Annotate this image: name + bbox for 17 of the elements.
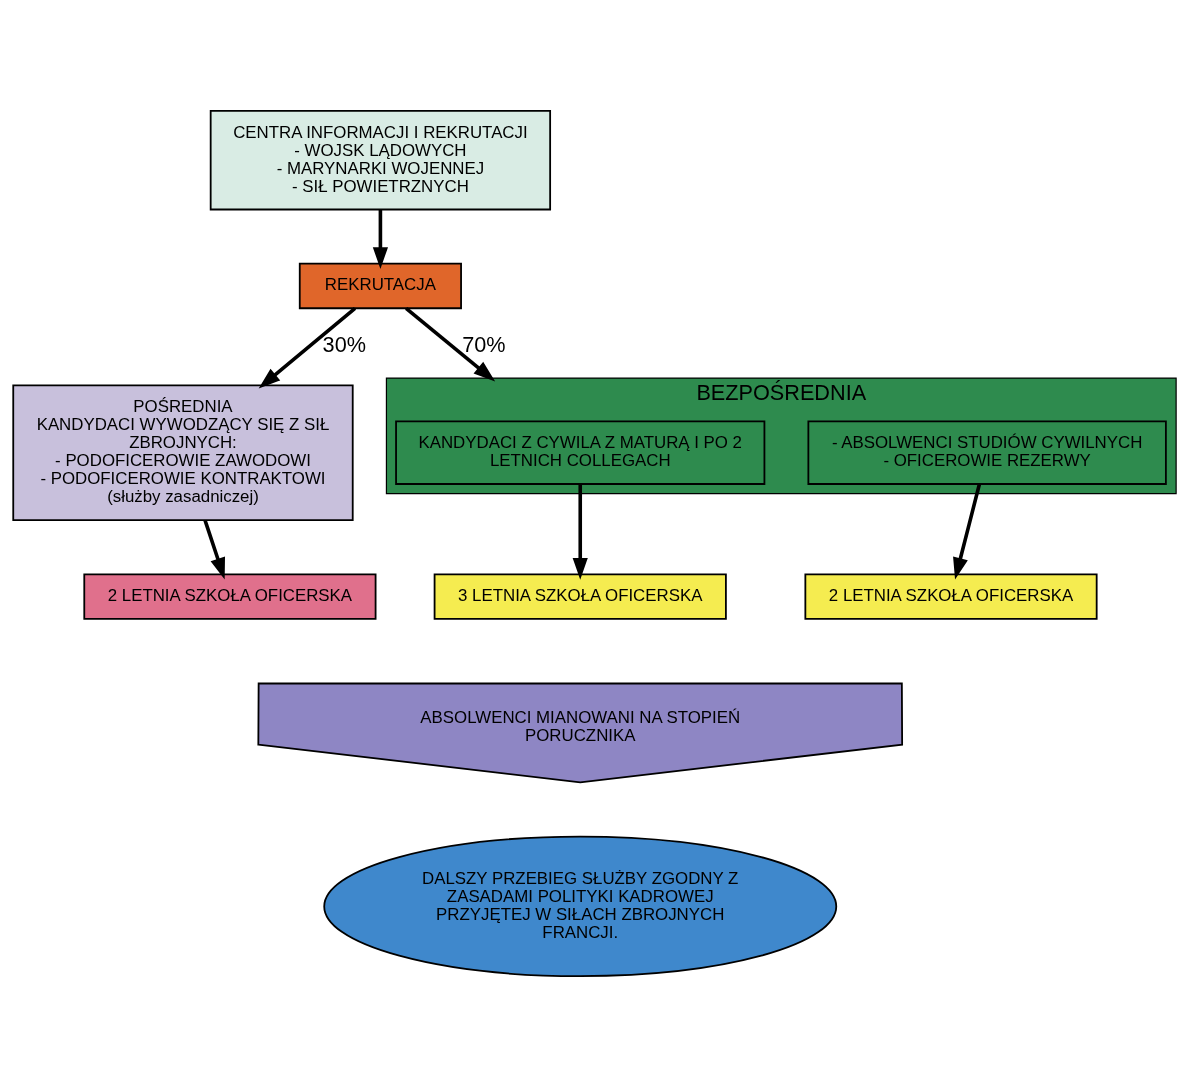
edge-label: 70% bbox=[462, 331, 506, 357]
arrow bbox=[372, 209, 388, 269]
node-box: 2 LETNIA SZKOŁA OFICERSKA bbox=[804, 572, 1098, 620]
node-box: KANDYDACI Z CYWILA Z MATURĄ I PO 2 LETNICH COLLEGACH bbox=[395, 420, 766, 485]
node-box: 2 LETNIA SZKOŁA OFICERSKA bbox=[83, 572, 377, 620]
node-ellipse: DALSZY PRZEBIEG SŁUŻBY ZGODNY Z ZASADAMI POLITYKI KADROWEJ PRZYJĘTEJ W SIŁACH ZBROJNYCH FRANCJI. bbox=[323, 835, 838, 977]
node-box: - ABSOLWENCI STUDIÓW CYWILNYCH - OFICEROWIE REZERWY bbox=[807, 420, 1167, 485]
edge-label: 30% bbox=[322, 331, 366, 357]
node-box: CENTRA INFORMACJI I REKRUTACJI - WOJSK LĄDOWYCH - MARYNARKI WOJENNEJ - SIŁ POWIETRZNYCH bbox=[209, 109, 552, 210]
arrow bbox=[203, 519, 226, 579]
node-box: POŚREDNIA KANDYDACI WYWODZĄCY SIĘ Z SIŁ ZBROJNYCH: - PODOFICEROWIE ZAWODOWI - PODOFICEROWIE KONTRAKTOWI (służby zasadniczej) bbox=[12, 383, 354, 521]
arrow bbox=[258, 306, 357, 388]
node-box: REKRUTACJA bbox=[298, 262, 462, 309]
arrow bbox=[572, 483, 588, 580]
arrow bbox=[404, 306, 496, 382]
arrow bbox=[953, 483, 982, 579]
node-box: 3 LETNIA SZKOŁA OFICERSKA bbox=[433, 572, 727, 620]
